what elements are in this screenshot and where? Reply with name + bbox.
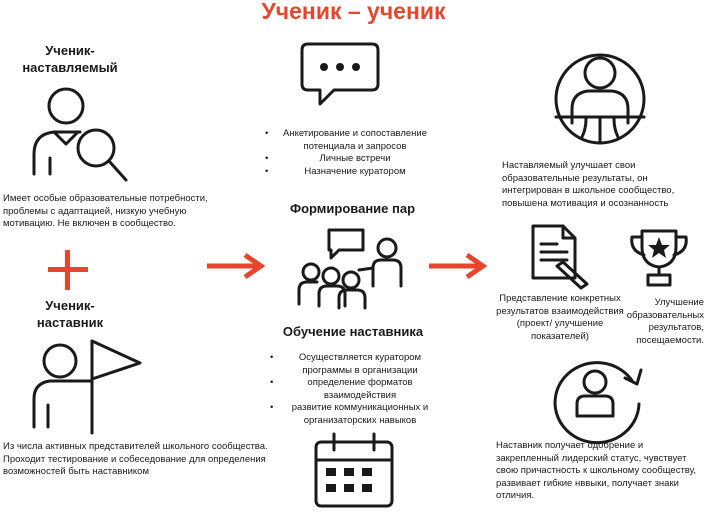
list-item: Осуществляется куратором программы в орг… xyxy=(270,352,440,377)
person-cycle-icon xyxy=(553,361,643,445)
teacher-group-icon xyxy=(297,228,403,310)
person-flag-icon xyxy=(32,339,142,435)
results-presentation: Представление конкретных результатов вза… xyxy=(496,293,624,342)
document-pen-icon xyxy=(531,224,589,290)
training-bullet-list: Осуществляется куратором программы в орг… xyxy=(270,352,440,427)
mentee-heading: Ученик- наставляемый xyxy=(22,43,118,75)
trophy-icon xyxy=(630,229,688,287)
top-bullet-list: Анкетирование и сопоставление потенциала… xyxy=(265,128,435,178)
list-item: Анкетирование и сопоставление потенциала… xyxy=(265,128,435,153)
list-item: определение форматов взаимодействия xyxy=(270,377,440,402)
person-magnifier-icon xyxy=(32,87,128,182)
training-heading: Обучение наставника xyxy=(282,324,424,339)
calendar-icon xyxy=(314,432,394,508)
plus-icon xyxy=(48,250,88,290)
arrow-right-icon xyxy=(429,252,488,280)
mentor-description: Из числа активных представителей школьно… xyxy=(3,441,268,477)
pairs-heading: Формирование пар xyxy=(289,201,416,216)
arrow-right-icon xyxy=(207,252,266,280)
list-item: Личные встречи xyxy=(265,153,435,166)
mentee-result: Наставляемый улучшает свои образовательн… xyxy=(502,160,675,209)
mentee-description: Имеет особые образовательные потребности… xyxy=(3,193,208,229)
chat-bubble-icon xyxy=(300,42,380,106)
list-item: Назначение куратором xyxy=(265,166,435,179)
list-item: развитие коммуникационных и организаторс… xyxy=(270,402,440,427)
person-globe-icon xyxy=(554,53,646,145)
improvement-text: Улучшение образовательных результатов, п… xyxy=(626,297,704,346)
mentor-result: Наставник получает одобрение и закреплен… xyxy=(496,440,697,501)
mentor-heading: Ученик- наставник xyxy=(36,298,104,330)
page-title: Ученик – ученик xyxy=(261,0,446,24)
